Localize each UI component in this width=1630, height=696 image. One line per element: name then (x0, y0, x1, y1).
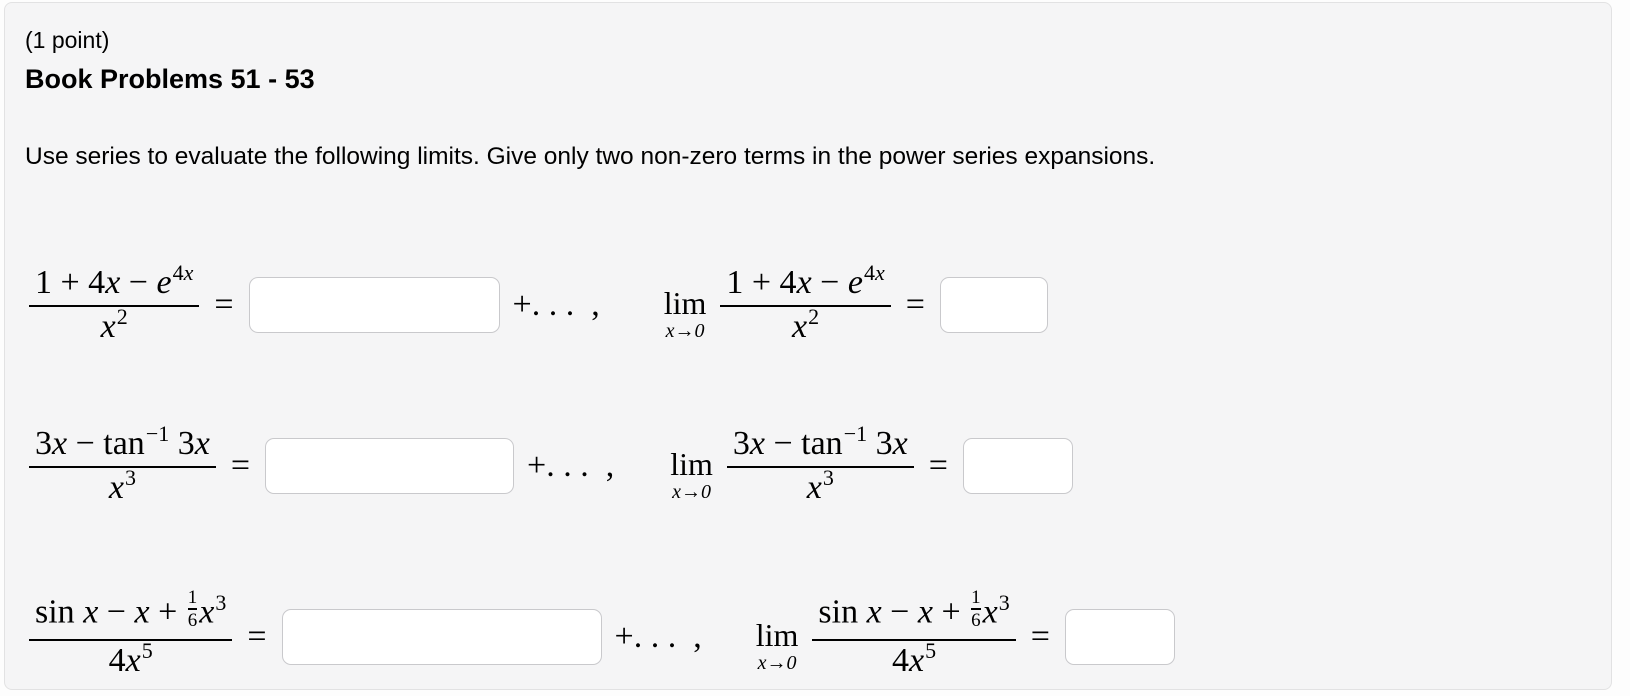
lim-word: lim (663, 285, 707, 321)
fraction-denominator: x3 (806, 464, 834, 506)
limit-answer-input-1[interactable] (939, 277, 1048, 333)
spacer (702, 637, 756, 638)
fraction-denominator: x2 (791, 303, 820, 345)
fraction-bar (29, 304, 200, 307)
math-var: x (105, 263, 121, 301)
fraction-denominator: x3 (108, 464, 136, 506)
math-var: x (100, 307, 116, 345)
fraction-bar (812, 638, 1016, 641)
equals-sign: = (247, 618, 267, 655)
plus-ellipsis-comma: +. . . , (614, 618, 702, 655)
fraction-bar (29, 638, 233, 641)
fraction-denominator: 4x5 (108, 637, 153, 679)
problem-panel: (1 point) Book Problems 51 - 53 Use seri… (4, 2, 1612, 690)
spacer (614, 466, 670, 467)
fraction-denominator: 4x5 (892, 637, 937, 679)
math-var: e (156, 263, 172, 301)
series-expansion-input-2[interactable] (265, 438, 515, 494)
fraction-numerator: 3x − tan−1 3x (35, 420, 210, 462)
math-text: − (120, 263, 157, 301)
points-label: (1 point) (25, 27, 110, 53)
plus-ellipsis-comma: +. . . , (512, 286, 600, 323)
problem-title: Book Problems 51 - 53 (25, 64, 315, 94)
fraction-numerator: 3x − tan−1 3x (732, 420, 908, 462)
fraction-denominator: x2 (95, 304, 134, 346)
equals-sign: = (1030, 618, 1050, 655)
mini-fraction-bar (187, 608, 198, 610)
math-superscript: 4x (172, 259, 194, 285)
fraction-numerator: 1 + 4x − e4x (29, 260, 199, 302)
fraction-expression-2-lim: 3x − tan−1 3x x3 (726, 420, 914, 506)
equals-sign: = (928, 447, 948, 484)
math-text: 1 + 4 (35, 263, 106, 301)
fraction-bar (720, 304, 891, 307)
lim-subscript: x→0 (665, 320, 705, 342)
limit-answer-input-2[interactable] (962, 438, 1073, 494)
fraction-expression-2: 3x − tan−1 3x x3 (29, 420, 216, 506)
plus-ellipsis-comma: +. . . , (527, 447, 615, 484)
spacer (600, 305, 664, 306)
fraction-numerator: 1 + 4x − e4x (726, 259, 885, 301)
equals-sign: = (214, 286, 234, 323)
function-name: sin (35, 593, 84, 631)
instructions-text: Use series to evaluate the following lim… (25, 143, 1156, 170)
fraction-expression-1-lim: 1 + 4x − e4x x2 (720, 259, 891, 345)
series-expansion-input-1[interactable] (248, 277, 500, 333)
limit-answer-input-3[interactable] (1064, 609, 1175, 665)
fraction-bar (29, 465, 216, 468)
fraction-expression-1: 1 + 4x − e4x x2 (29, 260, 200, 346)
equals-sign: = (905, 286, 925, 323)
fraction-bar (726, 465, 914, 468)
series-expansion-input-3[interactable] (281, 609, 602, 665)
math-superscript: −1 (145, 420, 170, 446)
equals-sign: = (230, 447, 251, 484)
math-superscript: 3 (215, 589, 227, 615)
math-superscript: 2 (116, 303, 128, 329)
